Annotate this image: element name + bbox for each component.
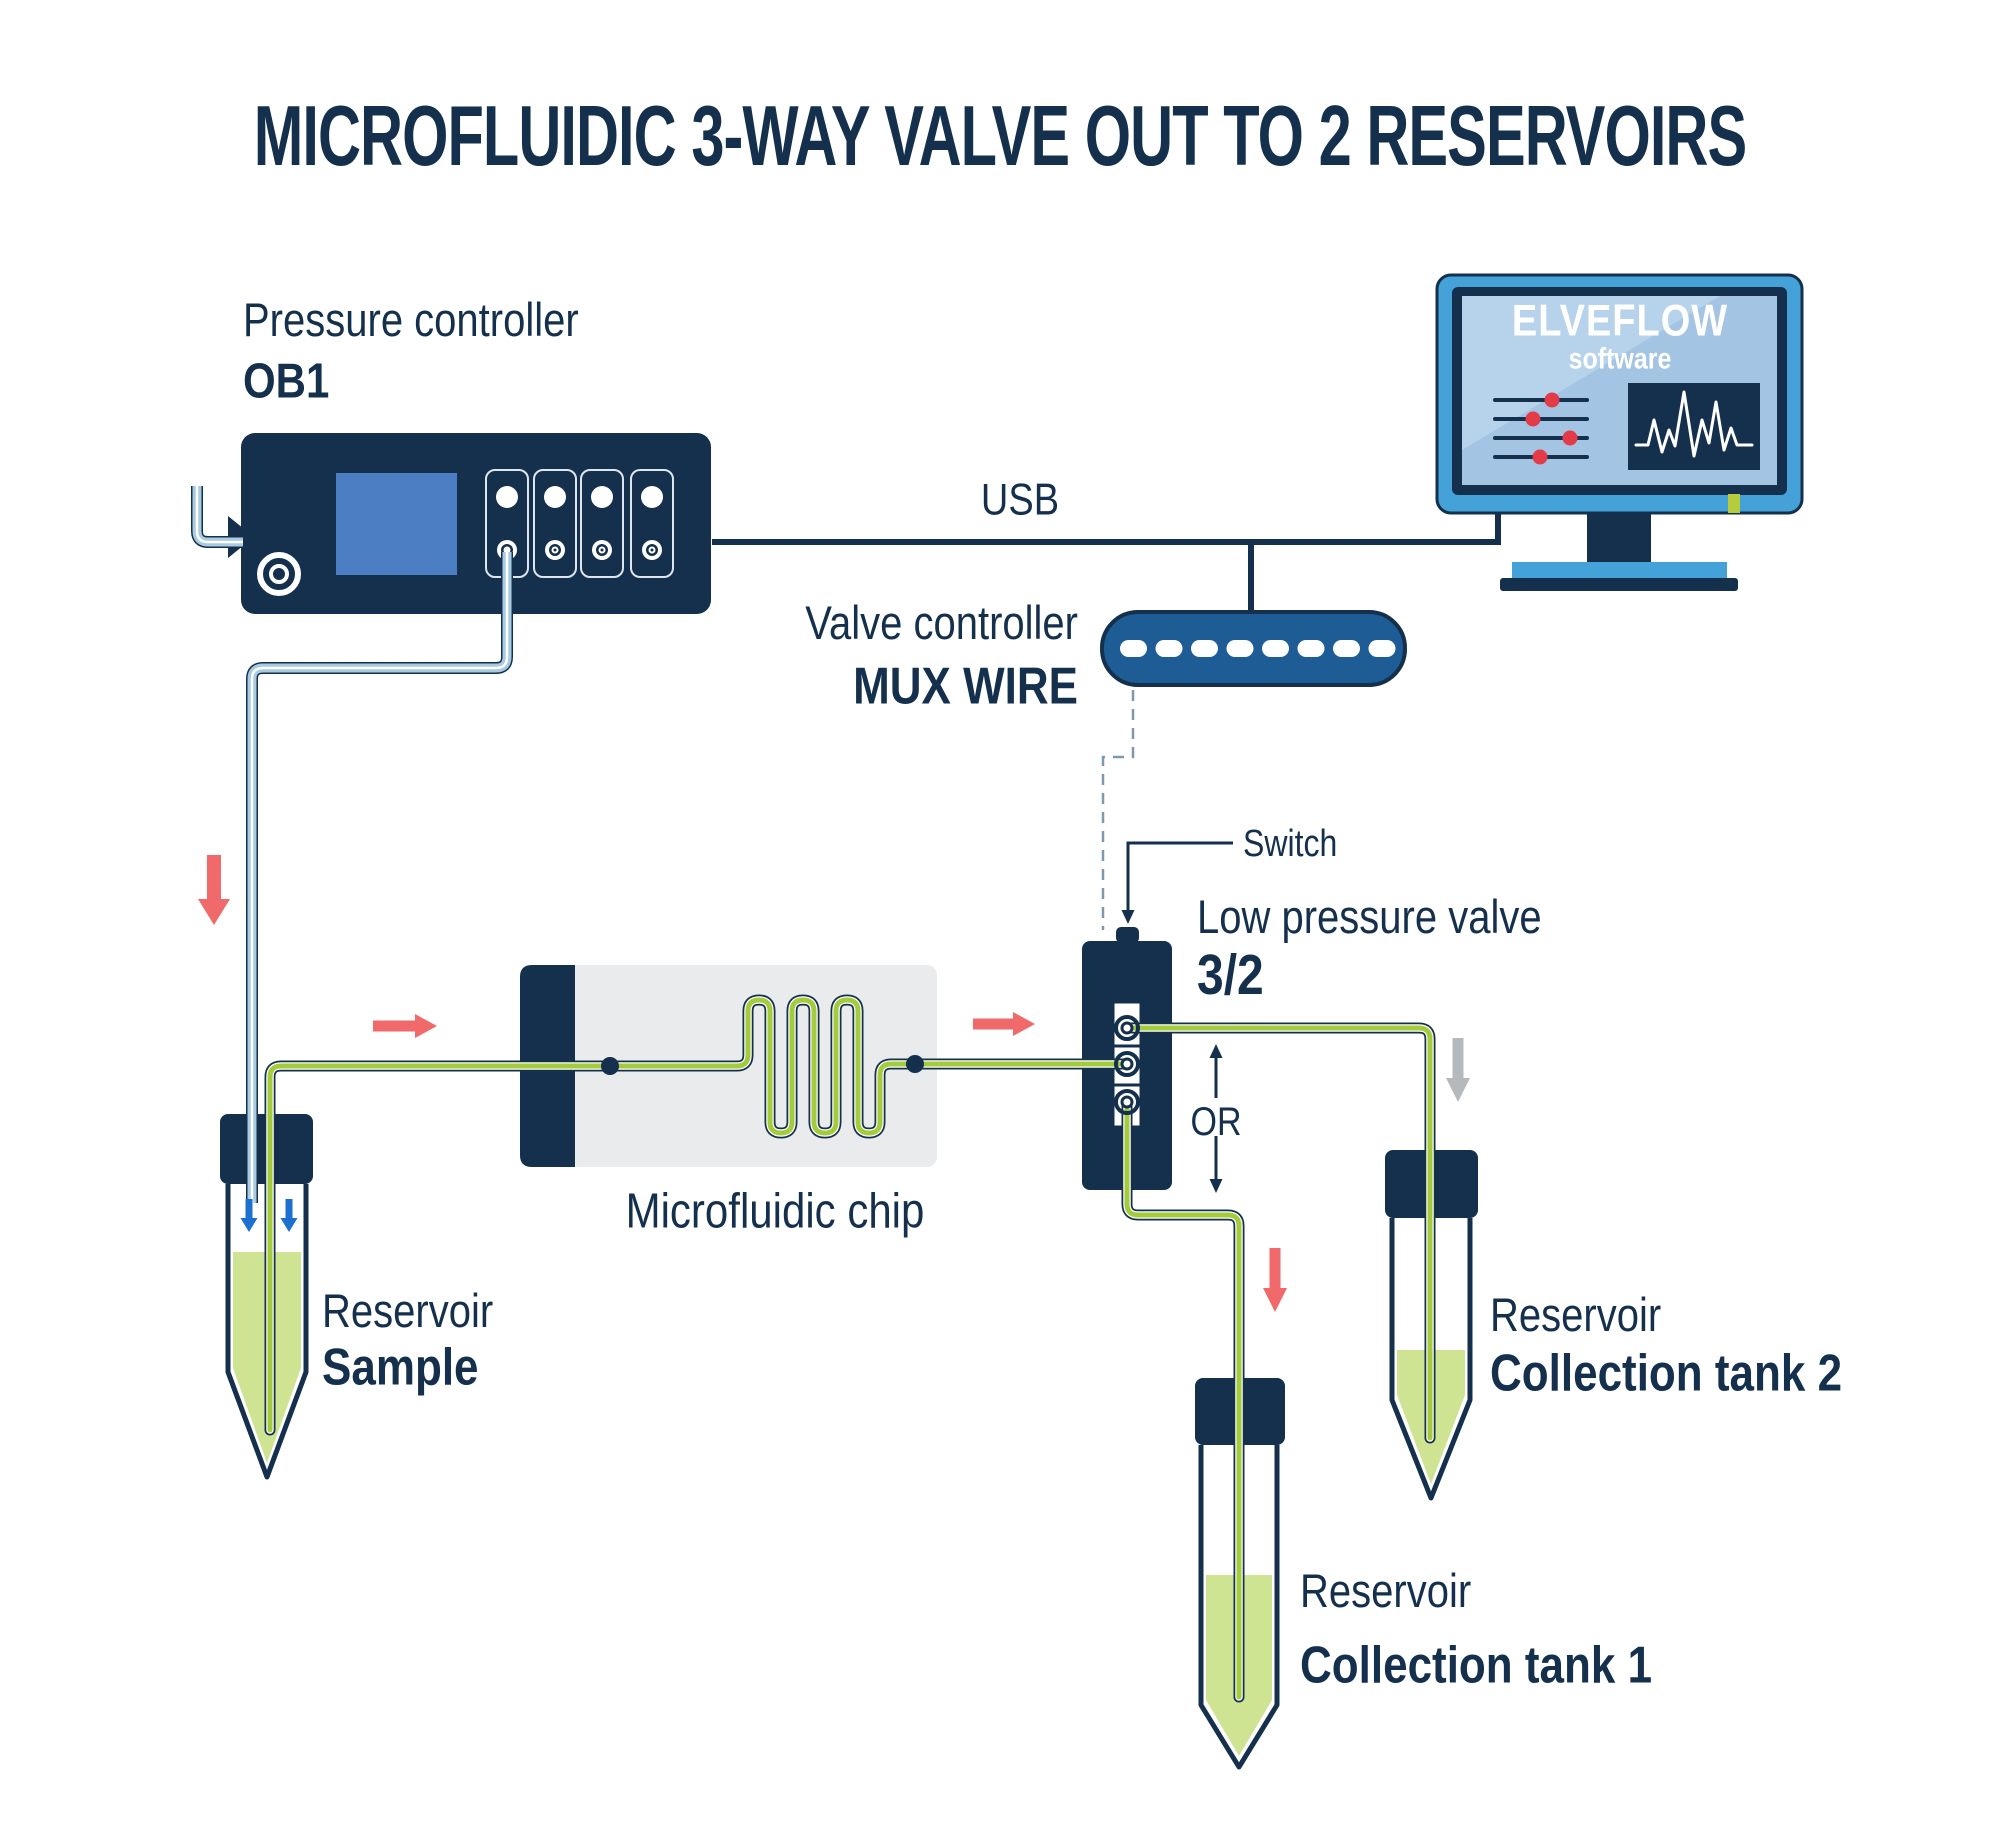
air-arrow-down-icon	[280, 1199, 298, 1232]
software-subtitle: software	[1568, 342, 1672, 376]
fluid-tubing	[264, 994, 1436, 1703]
air-arrow-down-icon	[240, 1199, 258, 1232]
or-label: OR	[1190, 1099, 1242, 1145]
valve-controller-label: Valve controller	[805, 597, 1078, 650]
flow-arrow-down-pressure-icon	[198, 855, 230, 925]
pressure-controller-label: Pressure controller	[243, 294, 579, 347]
reservoir-tank1-label: Reservoir	[1300, 1565, 1472, 1618]
mux-slots	[1120, 640, 1396, 657]
reservoir-tank1-name: Collection tank 1	[1300, 1636, 1653, 1695]
pressure-arrows-sample	[240, 1199, 298, 1232]
valve-model: 3/2	[1197, 944, 1264, 1007]
reservoir-sample-name: Sample	[322, 1338, 479, 1397]
chip-label: Microfluidic chip	[625, 1182, 925, 1238]
flow-arrow-down-tank1-icon	[1263, 1248, 1287, 1312]
switch-callout	[1121, 841, 1233, 924]
slider-knobs	[1525, 392, 1578, 465]
monitor-stand-neck	[1587, 513, 1651, 563]
valve-label: Low pressure valve	[1197, 891, 1542, 944]
or-arrow-down-icon	[1209, 1179, 1223, 1193]
monitor-accent-bar	[1728, 494, 1740, 513]
flow-arrow-down-tank2-icon	[1446, 1038, 1470, 1102]
channel-panels	[485, 469, 674, 578]
waveform-icon	[1634, 390, 1754, 458]
control-signal-dashed-line	[1101, 690, 1135, 930]
page-title: MICROFLUIDIC 3-WAY VALVE OUT TO 2 RESERV…	[253, 87, 1747, 184]
tube-valve-to-tank2	[1121, 1022, 1436, 1444]
switch-arrow-icon	[1121, 910, 1135, 924]
tube-valve-to-tank1	[1121, 1096, 1245, 1703]
software-brand: ELVEFLOW	[1511, 296, 1729, 347]
computer-monitor	[1435, 273, 1804, 591]
valve-switch-button	[1116, 927, 1139, 943]
reservoir-tank2-name: Collection tank 2	[1490, 1344, 1843, 1403]
valve-controller-model: MUX WIRE	[853, 657, 1078, 716]
chip-outlet-junction	[906, 1055, 924, 1073]
usb-label: USB	[980, 475, 1060, 526]
tube-sample-to-valve	[264, 994, 1133, 1436]
flow-arrow-right-chip-icon	[973, 1012, 1035, 1036]
pressure-tubing	[191, 486, 513, 1203]
device-screen	[336, 473, 457, 575]
pressure-controller-model: OB1	[243, 352, 330, 408]
software-sliders	[1493, 398, 1589, 459]
or-arrow-up-icon	[1209, 1044, 1223, 1058]
or-arrows	[1209, 1044, 1223, 1193]
usb-cable	[712, 512, 1501, 614]
reservoir-tank2-label: Reservoir	[1490, 1289, 1662, 1342]
valve-ports	[1114, 1015, 1140, 1115]
reservoir-sample-label: Reservoir	[322, 1285, 494, 1338]
pressure-controller-device	[228, 433, 711, 614]
flow-arrow-right-sample-icon	[373, 1014, 437, 1038]
switch-label: Switch	[1243, 821, 1338, 865]
chip-inlet-junction	[601, 1057, 619, 1075]
mux-wire-device	[1100, 610, 1407, 687]
channel-ports	[497, 540, 662, 560]
channel-leds	[496, 486, 663, 508]
